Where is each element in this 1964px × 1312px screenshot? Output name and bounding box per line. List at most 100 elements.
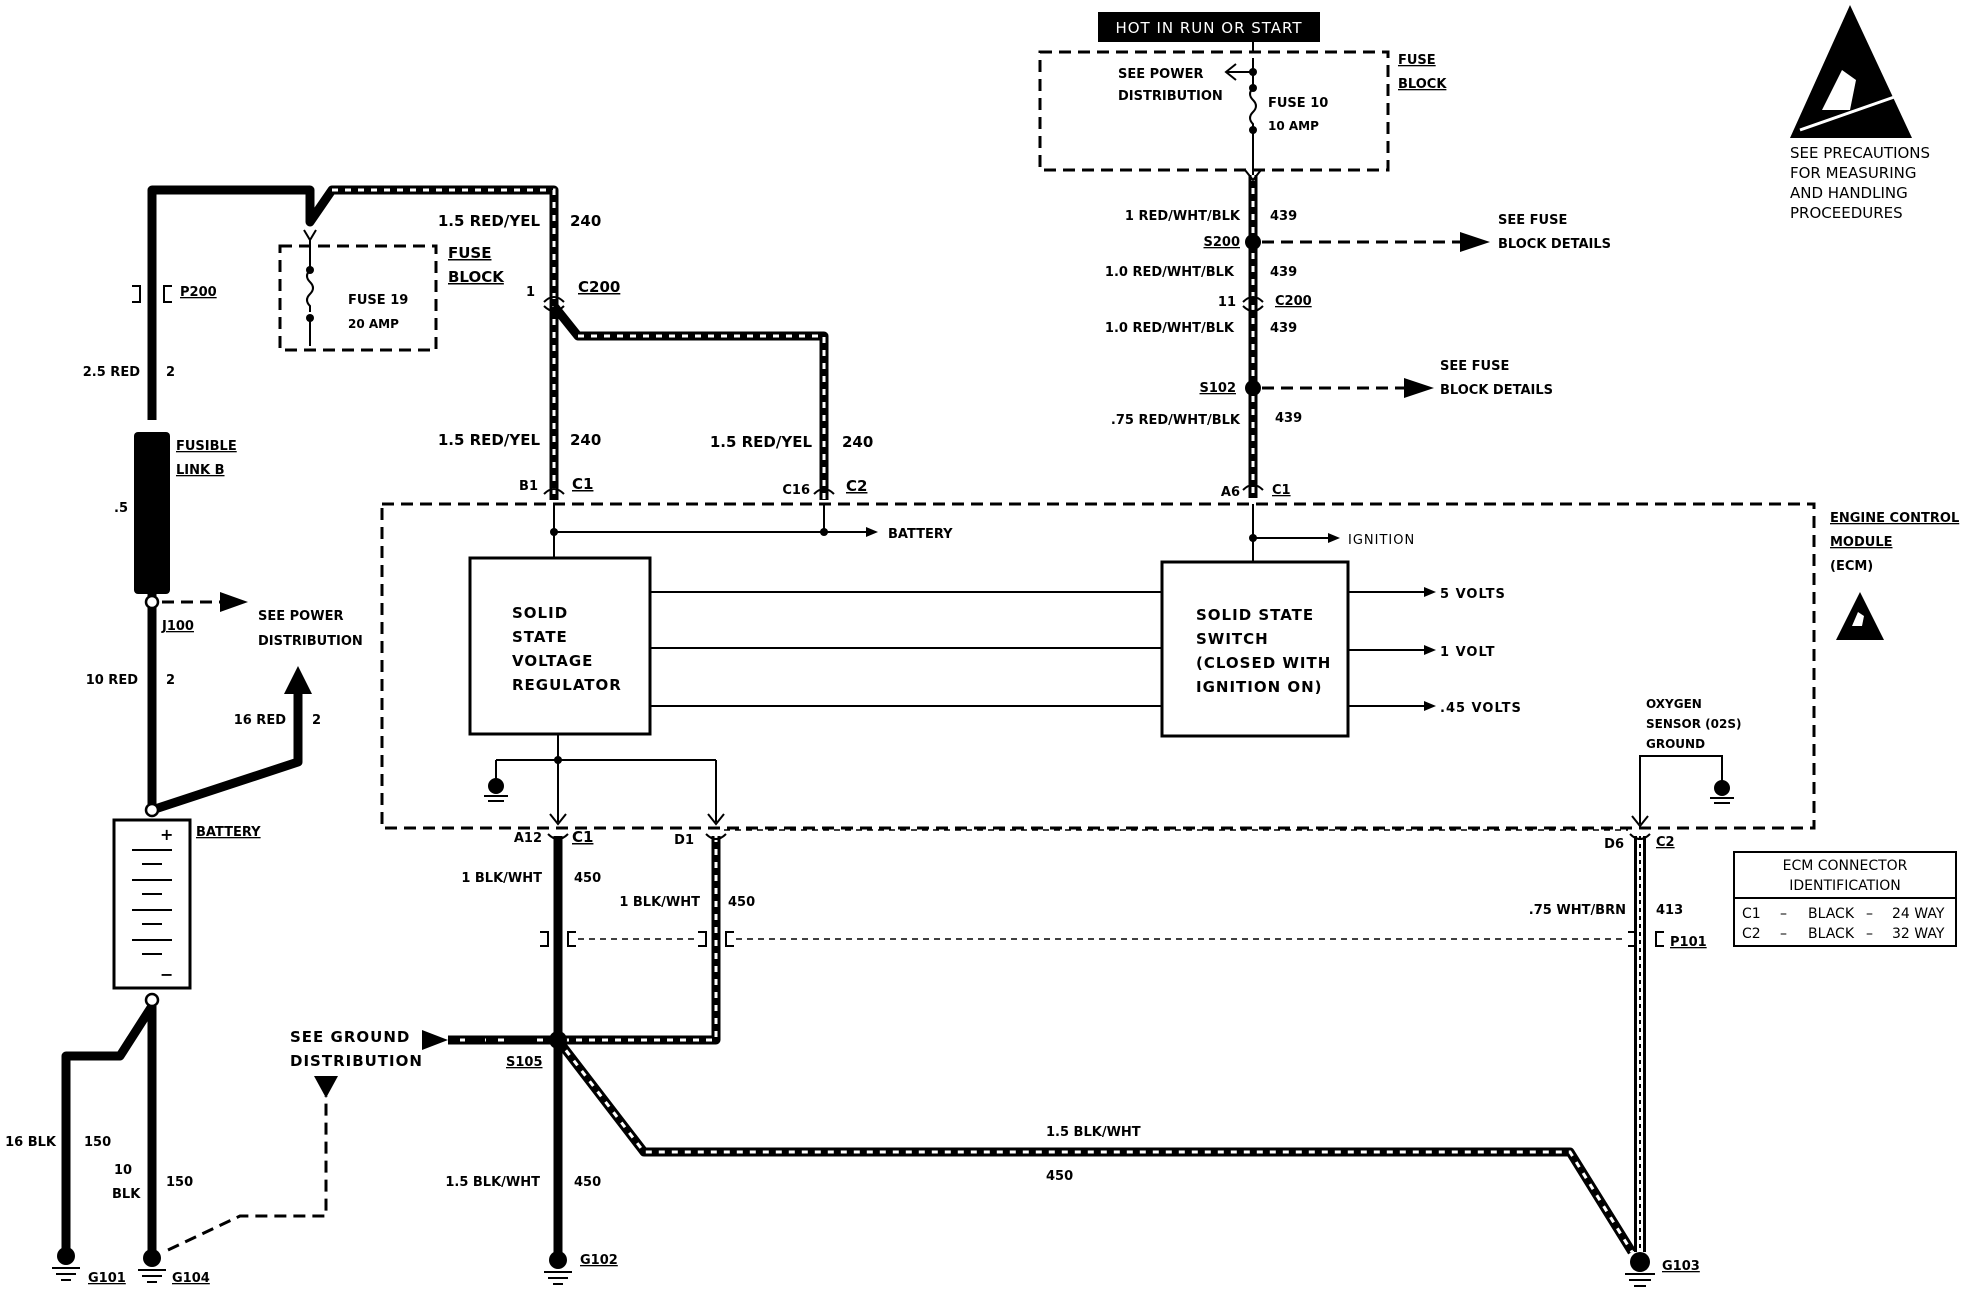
svg-text:C1: C1 (1742, 906, 1761, 922)
svg-text:BLACK: BLACK (1808, 906, 1855, 922)
fusible-link (134, 432, 170, 594)
ecm-out-5v: 5 VOLTS (1440, 587, 1506, 602)
connector-d1: D1 (674, 833, 694, 848)
connector-c1-b1: C1 (572, 475, 593, 493)
wire-num-240-b1: 240 (570, 431, 601, 449)
connector-id-title-1: ECM CONNECTOR (1783, 858, 1908, 874)
wire-label-10-red: 10 RED (86, 673, 139, 688)
ground-g102: G102 (580, 1253, 618, 1268)
switch-line-1: SOLID STATE (1196, 606, 1314, 624)
ground-g103-icon (1625, 1252, 1655, 1287)
fusible-link-label-2: LINK B (176, 463, 225, 478)
wire-num-150-a: 150 (84, 1135, 111, 1150)
wire-240-top (147, 185, 559, 500)
wire-num-2-c: 2 (312, 713, 321, 728)
connector-id-title-2: IDENTIFICATION (1789, 878, 1901, 894)
splice-s200 (1245, 234, 1261, 250)
ground-g104-icon (138, 1249, 166, 1283)
fuse-block-left (278, 244, 438, 352)
wire-num-240-top: 240 (570, 212, 601, 230)
fuse-block-left-label-1: FUSE (448, 244, 491, 262)
ground-g103: G103 (1662, 1259, 1700, 1274)
connector-p101: P101 (1670, 935, 1707, 950)
fuse-19-name: FUSE 19 (348, 293, 408, 308)
ecm-esd-icon (1836, 592, 1884, 640)
wire-label-16-blk: 16 BLK (5, 1135, 57, 1150)
connector-c200-right-pin: 11 (1218, 295, 1236, 310)
svg-text:–: – (1780, 926, 1787, 942)
wire-num-450-a: 450 (574, 871, 601, 886)
connector-j100: J100 (161, 619, 194, 634)
wire-label-1-5-red-yel-c16: 1.5 RED/YEL (710, 433, 813, 451)
see-fuse-1a: SEE FUSE (1498, 213, 1567, 228)
svg-text:24 WAY: 24 WAY (1892, 906, 1945, 922)
wire-label-10-blk-1: 10 (114, 1163, 132, 1178)
warning-line-3: AND HANDLING (1790, 184, 1908, 202)
connector-id-row: C1 – BLACK – 24 WAY (1742, 906, 1945, 922)
svg-text:32 WAY: 32 WAY (1892, 926, 1945, 942)
fuse-10-rating: 10 AMP (1268, 119, 1319, 133)
ecm-boundary (380, 502, 1816, 830)
wire-label-1-0-red-wht-blk-a: 1.0 RED/WHT/BLK (1105, 265, 1235, 280)
connector-c1-a12: C1 (572, 828, 593, 846)
hot-label: HOT IN RUN OR START (1115, 19, 1302, 37)
svg-text:–: – (1866, 906, 1873, 922)
warning-line-4: PROCEEDURES (1790, 204, 1903, 222)
ecm-ground-icon (484, 778, 508, 802)
ecm-out-45v: .45 VOLTS (1440, 701, 1522, 716)
wire-label-10-blk-2: BLK (112, 1187, 141, 1202)
connector-id-row: C2 – BLACK – 32 WAY (1742, 926, 1945, 942)
wire-num-450-d: 450 (1046, 1169, 1073, 1184)
fuse-block-top (1038, 50, 1390, 172)
connector-c16: C16 (782, 483, 810, 498)
battery (112, 818, 192, 990)
fuse-top-see-power-1: SEE POWER (1118, 67, 1203, 82)
battery-plus: + (160, 825, 173, 844)
svg-text:BLACK: BLACK (1808, 926, 1855, 942)
solid-state-switch (1160, 560, 1350, 738)
wire-num-439-d: 439 (1275, 411, 1302, 426)
fuse-10-name: FUSE 10 (1268, 96, 1328, 111)
ecm-out-1v: 1 VOLT (1440, 645, 1495, 660)
connector-p200: P200 (180, 285, 217, 300)
regulator-line-2: STATE (512, 628, 568, 646)
connector-d6: D6 (1604, 837, 1624, 852)
wire-num-439-b: 439 (1270, 265, 1297, 280)
ground-g104: G104 (172, 1271, 210, 1286)
switch-line-2: SWITCH (1196, 630, 1269, 648)
wire-num-450-b: 450 (728, 895, 755, 910)
see-ground-1: SEE GROUND (290, 1028, 410, 1046)
wire-label-1-red-wht-blk: 1 RED/WHT/BLK (1125, 209, 1241, 224)
splice-s102 (1245, 380, 1261, 396)
ecm-title-2: MODULE (1830, 535, 1893, 550)
wire-num-450-c: 450 (574, 1175, 601, 1190)
switch-line-4: IGNITION ON) (1196, 678, 1323, 696)
fusible-value: .5 (114, 501, 128, 516)
ground-g101: G101 (88, 1271, 126, 1286)
see-power-dist-1: SEE POWER (258, 609, 343, 624)
regulator-line-4: REGULATOR (512, 676, 622, 694)
voltage-regulator (468, 556, 652, 736)
junction-j100 (144, 594, 160, 610)
ground-g102-icon (544, 1251, 572, 1285)
connector-c2-d6: C2 (1656, 835, 1675, 850)
fuse-block-top-label-1: FUSE (1398, 53, 1436, 68)
ecm-title-1: ENGINE CONTROL (1830, 511, 1959, 526)
connector-s200: S200 (1204, 235, 1241, 250)
connector-c200-right: C200 (1275, 294, 1312, 309)
fuse-19-rating: 20 AMP (348, 317, 399, 331)
warning-line-2: FOR MEASURING (1790, 164, 1917, 182)
see-fuse-1b: BLOCK DETAILS (1498, 237, 1611, 252)
ecm-out-battery: BATTERY (888, 527, 953, 542)
wire-label-1-5-blk-wht-b: 1.5 BLK/WHT (1046, 1125, 1141, 1140)
wire-label-1-blk-wht-b: 1 BLK/WHT (619, 895, 700, 910)
connector-a12: A12 (514, 831, 542, 846)
regulator-line-1: SOLID (512, 604, 568, 622)
see-ground-2: DISTRIBUTION (290, 1052, 423, 1070)
wire-num-439-a: 439 (1270, 209, 1297, 224)
switch-line-3: (CLOSED WITH (1196, 654, 1331, 672)
wire-label-75-red-wht-blk: .75 RED/WHT/BLK (1111, 413, 1241, 428)
battery-minus: − (160, 965, 173, 984)
ground-g101-icon (52, 1247, 80, 1281)
wire-240-branch (550, 303, 829, 500)
